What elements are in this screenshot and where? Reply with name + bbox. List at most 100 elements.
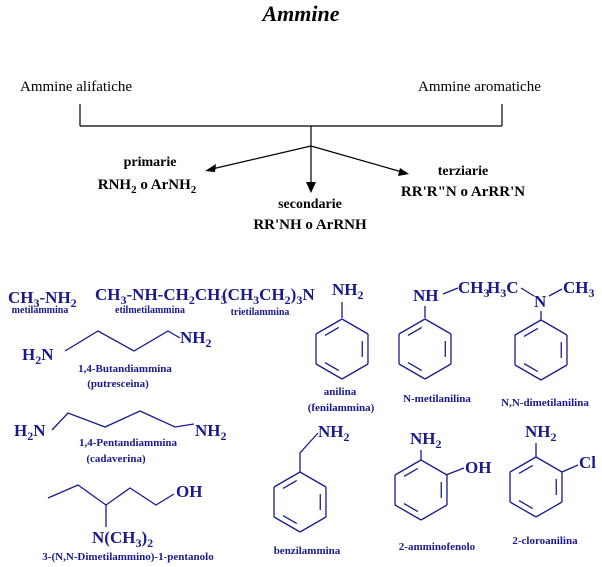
n-methylaniline-nh: NH bbox=[413, 286, 439, 305]
nn-dimethylaniline-benzene-ring-bond bbox=[540, 364, 568, 381]
benzylamine-benzene-ring-bond bbox=[299, 516, 327, 533]
putrescine-right-amine: NH2 bbox=[180, 328, 212, 350]
arrow-tertiary-head bbox=[398, 168, 409, 176]
class-aromatic: Ammine aromatiche bbox=[418, 79, 541, 95]
nn-dimethylaniline-name: N,N-dimetilanilina bbox=[501, 397, 589, 409]
compound-putrescine: H2N NH2 1,4-Butandiammina (putresceina) bbox=[22, 328, 212, 390]
nn-dimethylaniline-bond-left bbox=[520, 287, 535, 297]
cadaverine-name: 1,4-Pentandiammina bbox=[79, 437, 178, 449]
aminophenol-name: 2-amminofenolo bbox=[399, 541, 476, 553]
compound-dimethylaminopentanol: OH N(CH3)2 3-(N,N-Dimetilammino)-1-penta… bbox=[42, 482, 214, 563]
type-secondary-label: secondarie bbox=[278, 197, 342, 212]
aminophenol-benzene-ring-double-bond bbox=[403, 503, 419, 513]
n-methylaniline-benzene-ring-double-bond bbox=[407, 362, 423, 372]
cadaverine-chain bbox=[51, 410, 195, 431]
nn-dimethylaniline-benzene-ring-bond bbox=[540, 319, 568, 336]
putrescine-name: 1,4-Butandiammina bbox=[78, 363, 172, 375]
type-secondary-formula: RR'NH o ArRNH bbox=[253, 217, 367, 233]
benzylamine-benzene-ring-double-bond bbox=[282, 515, 298, 525]
chloroaniline-benzene-ring-bond bbox=[535, 456, 563, 473]
benzylamine-benzene-ring-bond bbox=[273, 471, 301, 488]
aniline-benzene-ring-double-bond bbox=[324, 362, 340, 372]
putrescine-left-amine: H2N bbox=[22, 345, 54, 367]
arrow-primary bbox=[211, 145, 312, 170]
aminophenol-benzene-ring-double-bond bbox=[403, 467, 419, 477]
compound-aniline: NH2 anilina (fenilammina) bbox=[308, 280, 375, 414]
n-methylaniline-name: N-metilanilina bbox=[403, 393, 471, 405]
ethylmethylamine-name: etilmetilammina bbox=[115, 305, 185, 316]
chloroaniline-name: 2-cloroanilina bbox=[512, 535, 578, 547]
aniline-benzene-ring-bond bbox=[341, 363, 369, 380]
n-methylaniline-benzene-ring-bond bbox=[398, 318, 426, 335]
aminophenol-benzene-ring-bond bbox=[420, 504, 448, 521]
compound-nn-dimethylaniline: H3C N CH3 N,N-dimetilanilina bbox=[487, 278, 595, 409]
aniline-benzene-ring-bond bbox=[315, 363, 343, 380]
n-methylaniline-benzene-ring-bond bbox=[398, 363, 426, 380]
nn-dimethylaniline-benzene-ring-double-bond bbox=[523, 327, 539, 337]
class-aliphatic: Ammine alifatiche bbox=[20, 79, 132, 95]
compound-methylamine: CH3-NH2 metilammina bbox=[8, 288, 77, 316]
type-tertiary-formula: RR'R"N o ArRR'N bbox=[401, 184, 525, 200]
putrescine-alias: (putresceina) bbox=[87, 378, 149, 390]
benzylamine-benzene-ring-bond bbox=[273, 516, 301, 533]
aniline-amine: NH2 bbox=[332, 280, 364, 302]
type-primary-formula: RNH2 o ArNH2 bbox=[98, 177, 197, 196]
classification-bracket bbox=[79, 104, 503, 146]
nn-dimethylaniline-benzene-ring-double-bond bbox=[523, 363, 539, 373]
n-methylaniline-benzene-ring-double-bond bbox=[407, 326, 423, 336]
page-title: Ammine bbox=[260, 1, 339, 26]
aniline-benzene-ring-bond bbox=[315, 318, 343, 335]
nn-dimethylaniline-n: N bbox=[534, 292, 547, 311]
compound-benzylamine: NH2 benzilammina bbox=[273, 422, 350, 557]
compound-n-methylaniline: NH CH3 N-metilanilina bbox=[398, 278, 490, 405]
aniline-alias: (fenilammina) bbox=[308, 402, 375, 414]
chloroaniline-benzene-ring-bond bbox=[509, 501, 537, 518]
compound-aminophenol: NH2 OH 2-amminofenolo bbox=[394, 429, 491, 553]
benzylamine-benzene-ring bbox=[273, 471, 327, 533]
benzylamine-name: benzilammina bbox=[274, 545, 341, 557]
aminophenol-benzene-ring-bond bbox=[420, 459, 448, 476]
n-methylaniline-benzene-ring-bond bbox=[424, 363, 452, 380]
benzylamine-ch2-bond bbox=[299, 432, 319, 472]
nn-dimethylaniline-benzene-ring-bond bbox=[514, 364, 542, 381]
benzylamine-benzene-ring-bond bbox=[299, 471, 327, 488]
chloroaniline-benzene-ring bbox=[509, 456, 563, 518]
n-methylaniline-chain: CH3 bbox=[458, 278, 490, 300]
compound-ethylmethylamine: CH3-NH-CH2CH3 etilmetilammina bbox=[95, 285, 226, 316]
chloroaniline-benzene-ring-double-bond bbox=[518, 464, 534, 474]
type-primary-label: primarie bbox=[124, 155, 177, 170]
methylamine-formula: CH3-NH2 bbox=[8, 288, 77, 310]
chloroaniline-ccl-bond bbox=[561, 464, 579, 473]
aniline-benzene-ring bbox=[315, 318, 369, 380]
aniline-benzene-ring-bond bbox=[341, 318, 369, 335]
type-tertiary-label: terziarie bbox=[438, 164, 489, 179]
ethylmethylamine-formula: CH3-NH-CH2CH3 bbox=[95, 285, 226, 307]
n-methylaniline-benzene-ring bbox=[398, 318, 452, 380]
putrescine-chain bbox=[64, 330, 181, 352]
triethylamine-formula: (CH3CH2)3N bbox=[222, 285, 315, 307]
chloroaniline-benzene-ring-double-bond bbox=[518, 500, 534, 510]
chloroaniline-cl: Cl bbox=[579, 453, 596, 472]
nn-dimethylaniline-ch3: CH3 bbox=[563, 278, 595, 300]
nn-dimethylaniline-h3c: H3C bbox=[487, 278, 519, 300]
aminophenol-benzene-ring-bond bbox=[394, 504, 422, 521]
chloroaniline-amine: NH2 bbox=[525, 422, 557, 444]
pentanol-oh: OH bbox=[176, 482, 202, 501]
chloroaniline-benzene-ring-bond bbox=[509, 456, 537, 473]
nn-dimethylaniline-benzene-ring bbox=[514, 319, 568, 381]
n-methylaniline-benzene-ring-bond bbox=[424, 318, 452, 335]
cadaverine-right-amine: NH2 bbox=[195, 421, 227, 443]
arrow-secondary-head bbox=[306, 182, 316, 193]
pentanol-dimethylamino: N(CH3)2 bbox=[92, 528, 153, 550]
methylamine-name: metilammina bbox=[12, 305, 69, 316]
benzylamine-benzene-ring-double-bond bbox=[282, 479, 298, 489]
benzylamine-amine: NH2 bbox=[318, 422, 350, 444]
aminophenol-benzene-ring bbox=[394, 459, 448, 521]
cadaverine-alias: (cadaverina) bbox=[86, 453, 146, 465]
triethylamine-name: trietilammina bbox=[231, 307, 290, 318]
pentanol-name: 3-(N,N-Dimetilammino)-1-pentanolo bbox=[42, 551, 214, 563]
arrow-tertiary bbox=[310, 145, 403, 173]
compound-triethylamine: (CH3CH2)3N trietilammina bbox=[222, 285, 315, 318]
chloroaniline-benzene-ring-bond bbox=[535, 501, 563, 518]
aniline-benzene-ring-double-bond bbox=[324, 326, 340, 336]
